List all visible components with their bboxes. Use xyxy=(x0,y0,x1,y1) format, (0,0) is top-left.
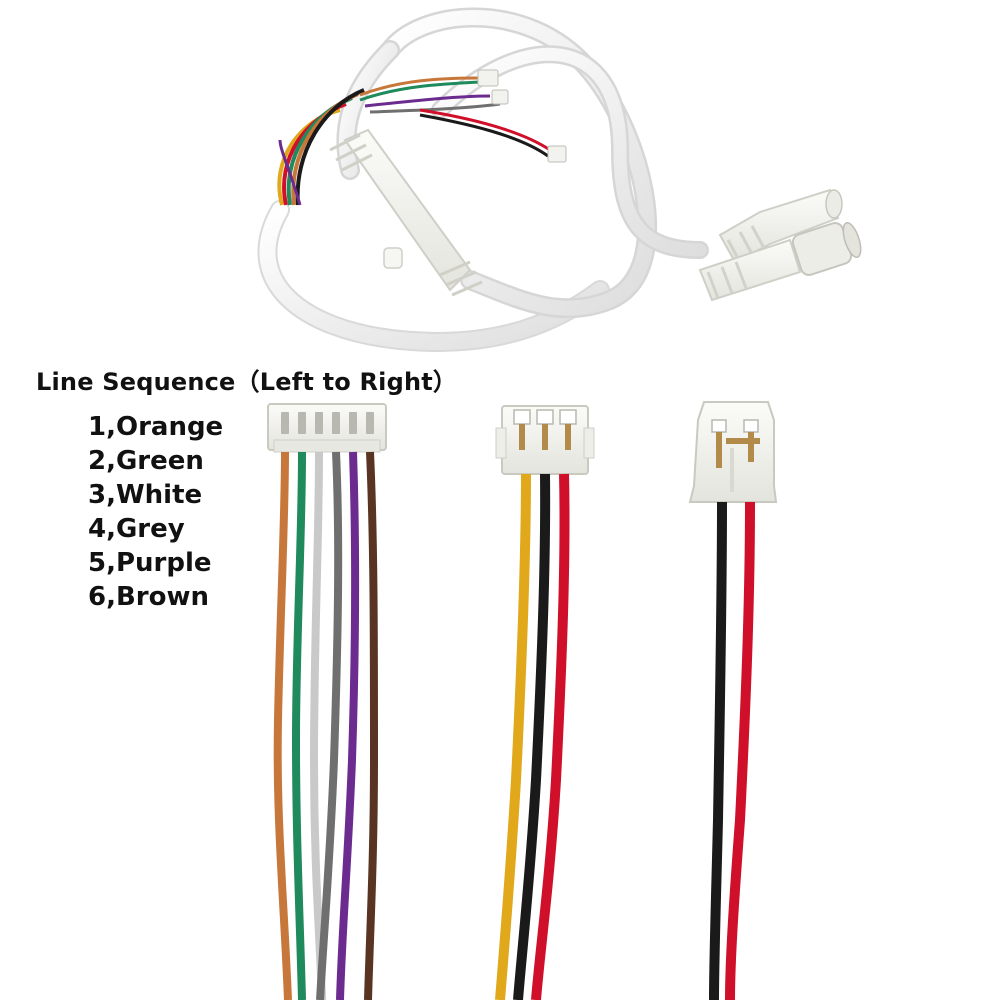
wire-yellow xyxy=(495,473,531,1001)
six-wire-bundle xyxy=(273,451,379,1001)
six-pin-connector xyxy=(267,403,387,453)
wire-orange xyxy=(273,451,292,1001)
reset-button xyxy=(383,247,403,269)
wire-black-2 xyxy=(709,501,727,1001)
wire-green xyxy=(291,451,306,1001)
two-pin-connector xyxy=(688,401,778,503)
small-connector-mid xyxy=(491,89,509,105)
small-connector-top xyxy=(477,69,499,87)
cable-assembly xyxy=(257,7,862,352)
bnc-connector xyxy=(698,221,862,302)
small-connector-right xyxy=(547,145,567,163)
wire-brown xyxy=(364,451,379,1001)
wire-white xyxy=(309,451,326,1001)
three-pin-connector xyxy=(495,405,595,475)
two-wire-bundle xyxy=(709,501,755,1001)
three-wire-bundle xyxy=(495,473,570,1001)
wire-black xyxy=(513,473,551,1001)
splitter-boot xyxy=(329,128,483,297)
wire-purple xyxy=(336,451,360,1001)
wire-red xyxy=(531,473,570,1001)
wire-grey xyxy=(316,451,343,1001)
wire-red-2 xyxy=(725,501,755,1001)
